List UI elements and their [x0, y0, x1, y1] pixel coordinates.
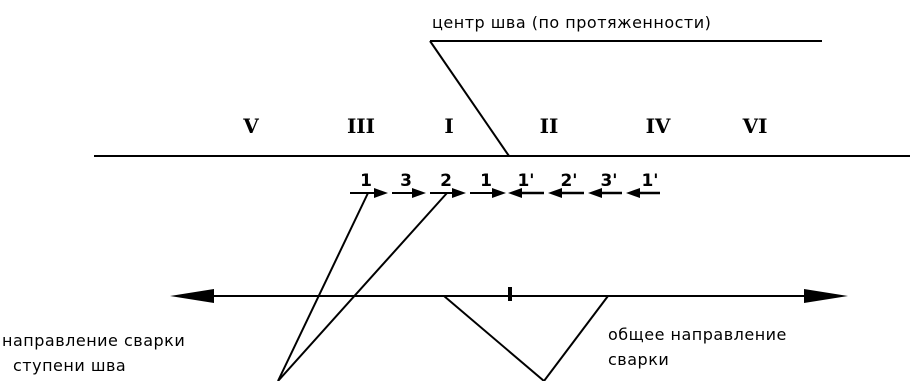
arrowhead — [452, 188, 466, 198]
arrowhead — [374, 188, 388, 198]
arrowhead-right — [804, 289, 848, 303]
arrowhead — [492, 188, 506, 198]
step-number: 3 — [400, 171, 412, 191]
overall-direction-label-line1: общее направление — [608, 325, 787, 344]
step-direction-label-line1: направление сварки — [2, 331, 185, 350]
overall-direction-label-line2: сварки — [608, 350, 669, 369]
zone-label-i: I — [444, 114, 453, 138]
arrowhead — [626, 188, 640, 198]
arrowhead — [508, 188, 522, 198]
step-direction-label-line2: ступени шва — [13, 356, 126, 375]
zone-label-ii: II — [540, 114, 559, 138]
step-number: 1' — [517, 171, 534, 191]
step-arrows-left — [508, 188, 660, 198]
step-number: 2 — [440, 171, 452, 191]
arrowhead-left — [170, 289, 214, 303]
zone-label-vi: VI — [742, 114, 768, 138]
leader-line — [277, 192, 448, 381]
leader-line — [277, 192, 369, 381]
step-number: 3' — [600, 171, 617, 191]
seam-center-leader — [429, 40, 510, 157]
zone-label-iii: III — [347, 114, 375, 138]
arrowhead — [588, 188, 602, 198]
zone-label-v: V — [242, 114, 259, 138]
step-number: 1 — [480, 171, 492, 191]
step-number: 2' — [560, 171, 577, 191]
zone-label-iv: IV — [646, 114, 671, 138]
leader-line — [443, 295, 545, 381]
step-number: 1' — [641, 171, 658, 191]
arrowhead — [548, 188, 562, 198]
step-arrows-right — [350, 188, 506, 198]
step-number: 1 — [360, 171, 372, 191]
arrowhead — [412, 188, 426, 198]
leader-line — [543, 295, 609, 381]
seam-center-label: центр шва (по протяженности) — [432, 13, 711, 32]
